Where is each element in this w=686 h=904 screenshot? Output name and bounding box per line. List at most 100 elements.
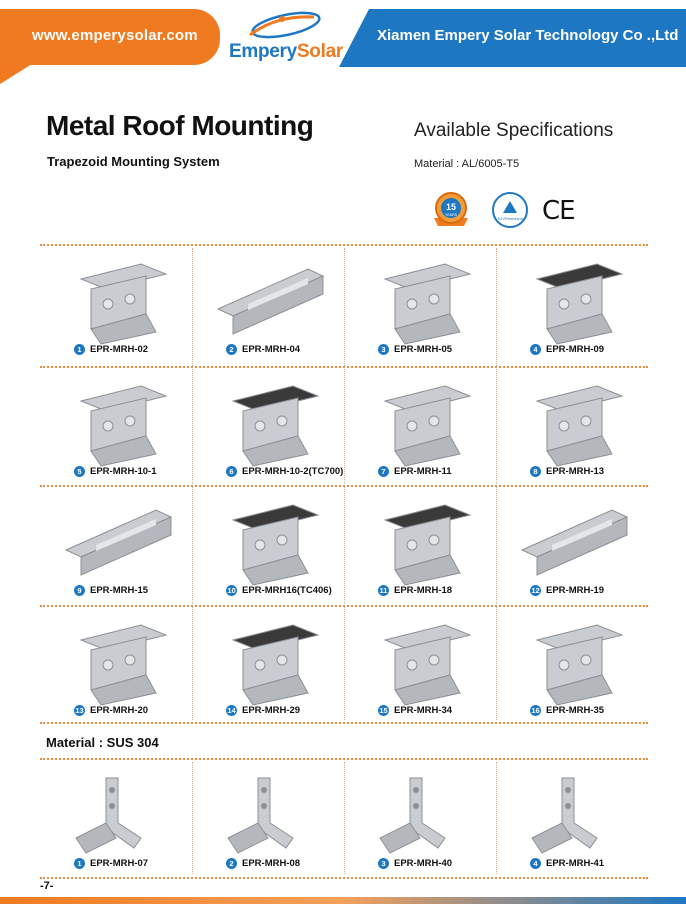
product-number-badge: 2 [226, 344, 237, 355]
product-number-badge: 5 [74, 466, 85, 477]
product-card [497, 615, 647, 710]
header-right-banner [339, 9, 686, 67]
empery-logo-icon [249, 11, 321, 39]
product-number-badge: 10 [226, 585, 237, 596]
product-card [497, 495, 647, 590]
product-number-badge: 1 [74, 344, 85, 355]
l-bracket-side-icon [345, 376, 495, 471]
l-plate-clamp-icon [497, 615, 647, 710]
product-card [193, 376, 343, 471]
roof-hook-icon [345, 768, 495, 863]
plate-clamp-icon [345, 254, 495, 349]
product-code: EPR-MRH-18 [394, 585, 453, 596]
logo-text: EmperySolar [229, 41, 343, 62]
product-label: 12 EPR-MRH-19 [530, 585, 604, 596]
product-card [193, 495, 343, 590]
product-number-badge: 6 [226, 466, 237, 477]
product-label: 11 EPR-MRH-18 [378, 585, 452, 596]
product-card [193, 254, 343, 349]
product-card [41, 768, 191, 863]
page-number: -7- [40, 880, 54, 892]
product-code: EPR-MRH-19 [546, 585, 605, 596]
product-card [345, 768, 495, 863]
product-code: EPR-MRH-08 [242, 858, 301, 869]
product-card [345, 376, 495, 471]
divider [40, 722, 648, 724]
product-code: EPR-MRH-05 [394, 344, 453, 355]
product-number-badge: 4 [530, 344, 541, 355]
seam-clamp-pad-icon [193, 615, 343, 710]
product-code: EPR-MRH-13 [546, 466, 605, 477]
product-number-badge: 14 [226, 705, 237, 716]
hook-bracket-icon [41, 768, 191, 863]
product-label: 6 EPR-MRH-10-2(TC700) [226, 466, 343, 477]
website-url[interactable]: www.emperysolar.com [32, 27, 198, 44]
product-number-badge: 12 [530, 585, 541, 596]
product-code: EPR-MRH-10-1 [90, 466, 157, 477]
column-divider [192, 762, 193, 874]
product-number-badge: 13 [74, 705, 85, 716]
company-name: Xiamen Empery Solar Technology Co .,Ltd [377, 27, 679, 44]
l-bracket-clamp-icon [41, 376, 191, 471]
product-label: 5 EPR-MRH-10-1 [74, 466, 157, 477]
product-card [497, 376, 647, 471]
product-code: EPR-MRH-04 [242, 344, 301, 355]
product-card [41, 376, 191, 471]
l-bracket-clamp-pad-icon [193, 376, 343, 471]
product-code: EPR-MRH-40 [394, 858, 453, 869]
product-code: EPR-MRH-15 [90, 585, 149, 596]
product-number-badge: 3 [378, 344, 389, 355]
product-code: EPR-MRH-34 [394, 705, 453, 716]
product-card [497, 768, 647, 863]
product-card [497, 254, 647, 349]
footer-bar [0, 897, 686, 904]
material-label: Material : AL/6005-T5 [414, 158, 520, 170]
product-label: 14 EPR-MRH-29 [226, 705, 300, 716]
plate-on-sheet-icon [497, 376, 647, 471]
product-label: 10 EPR-MRH16(TC406) [226, 585, 332, 596]
product-code: EPR-MRH-10-2(TC700) [242, 466, 344, 477]
product-number-badge: 2 [226, 858, 237, 869]
product-number-badge: 16 [530, 705, 541, 716]
column-divider [344, 762, 345, 874]
l-bracket-pad-icon [497, 254, 647, 349]
roof-hook-vertical-icon [497, 768, 647, 863]
ce-mark-icon: CE [542, 196, 576, 226]
header-left-tail [0, 54, 48, 84]
product-card [345, 254, 495, 349]
rail-clamp-icon [41, 615, 191, 710]
tuv-rheinland-icon: TÜVRheinland [492, 192, 528, 228]
product-card [41, 254, 191, 349]
product-number-badge: 4 [530, 858, 541, 869]
page-subtitle: Trapezoid Mounting System [47, 154, 220, 169]
header-right-notch [339, 9, 369, 67]
product-card [193, 768, 343, 863]
rail-extrusion-icon [41, 495, 191, 590]
product-number-badge: 3 [378, 858, 389, 869]
product-card [41, 615, 191, 710]
product-label: 8 EPR-MRH-13 [530, 466, 604, 477]
product-number-badge: 15 [378, 705, 389, 716]
product-code: EPR-MRH16(TC406) [242, 585, 332, 596]
product-card [345, 495, 495, 590]
product-number-badge: 11 [378, 585, 389, 596]
product-label: 2 EPR-MRH-04 [226, 344, 300, 355]
product-code: EPR-MRH-29 [242, 705, 301, 716]
divider [40, 758, 648, 760]
product-card [41, 495, 191, 590]
product-label: 15 EPR-MRH-34 [378, 705, 452, 716]
column-divider [344, 248, 345, 720]
product-label: 3 EPR-MRH-05 [378, 344, 452, 355]
product-code: EPR-MRH-11 [394, 466, 452, 477]
product-number-badge: 1 [74, 858, 85, 869]
angle-clamp-pad-icon [345, 495, 495, 590]
clamp-bracket-icon [41, 254, 191, 349]
product-number-badge: 8 [530, 466, 541, 477]
product-code: EPR-MRH-20 [90, 705, 149, 716]
